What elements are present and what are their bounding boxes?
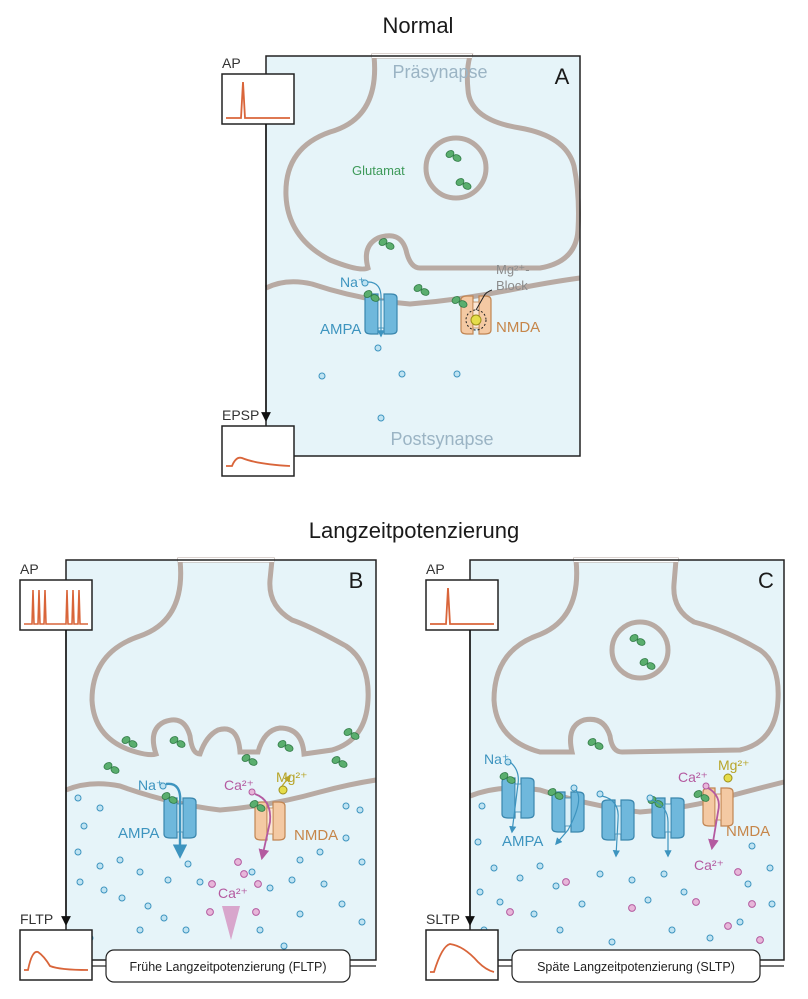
panel-b-na-label: Na⁺	[138, 777, 163, 793]
magnesium-icon	[278, 785, 288, 795]
panel-a-vesicle	[423, 135, 489, 201]
panel-b-mg-label: Mg²⁺	[276, 769, 308, 785]
panel-c-na-label: Na⁺	[484, 751, 509, 767]
panel-b-ap-trace: AP	[19, 561, 93, 631]
panel-c-calcium-ions	[506, 868, 764, 944]
panel-a-na-label: Na⁺	[340, 274, 365, 290]
panel-a-ap-trace: AP	[221, 55, 295, 125]
panel-a-glutamate-label: Glutamat	[352, 163, 405, 178]
panel-b: B Na⁺ AMPA Ca²⁺ Mg²⁺ NMDA Ca²⁺	[19, 557, 377, 983]
panel-b-postsynaptic-membrane	[65, 777, 377, 813]
panel-a-mg-block-label-2: Block	[496, 278, 528, 293]
panel-c-mg-label: Mg²⁺	[718, 757, 750, 773]
panel-c-letter: C	[758, 568, 774, 593]
panel-a-sodium-ions	[318, 344, 461, 422]
panel-a-nmda-label: NMDA	[496, 319, 540, 336]
panel-a: A Präsynapse Postsynapse Glutamat Na⁺ AM…	[221, 53, 581, 477]
panel-a-ap-label: AP	[222, 55, 241, 71]
panel-c-caption-box: Späte Langzeitpotenzierung (SLTP)	[498, 949, 784, 983]
panel-a-letter: A	[555, 64, 570, 89]
panel-c-vesicle	[609, 619, 671, 681]
panel-c-ca-label: Ca²⁺	[678, 769, 708, 785]
panel-b-ca-label: Ca²⁺	[224, 777, 254, 793]
heading-ltp: Langzeitpotenzierung	[309, 518, 519, 543]
magnesium-icon	[723, 773, 733, 783]
panel-a-mg-block-label-1: Mg²⁺-	[496, 262, 530, 277]
panel-b-ca-inside-label: Ca²⁺	[218, 885, 248, 901]
panel-b-nmda-label: NMDA	[294, 827, 338, 844]
panel-b-calcium-ions	[206, 858, 262, 916]
panel-a-ampa-label: AMPA	[320, 321, 361, 338]
panel-b-caption: Frühe Langzeitpotenzierung (FLTP)	[129, 960, 326, 974]
panel-a-postsynapse-label: Postsynapse	[390, 429, 493, 449]
panel-c-ampa-label: AMPA	[502, 833, 543, 850]
panel-b-letter: B	[349, 568, 364, 593]
panel-a-epsp-trace: EPSP	[221, 407, 295, 477]
heading-normal: Normal	[383, 13, 454, 38]
panel-c-nmda-label: NMDA	[726, 823, 770, 840]
panel-a-postsynaptic-membrane	[264, 275, 581, 307]
panel-b-ap-label: AP	[20, 561, 39, 577]
panel-b-ampa-label: AMPA	[118, 825, 159, 842]
calcium-influx-arrow	[222, 906, 240, 940]
panel-b-caption-box: Frühe Langzeitpotenzierung (FLTP)	[92, 949, 376, 983]
panel-c-ap-label: AP	[426, 561, 445, 577]
panel-c-ca-inside-label: Ca²⁺	[694, 857, 724, 873]
panel-c-sltp-label: SLTP	[426, 911, 460, 927]
panel-c-caption: Späte Langzeitpotenzierung (SLTP)	[537, 960, 735, 974]
panel-c-sltp-trace: SLTP	[425, 911, 499, 981]
panel-b-presynaptic-terminal	[89, 557, 371, 758]
panel-b-fltp-trace: FLTP	[19, 911, 93, 981]
panel-c-ap-trace: AP	[425, 561, 499, 631]
panel-c: C Na⁺ AMPA Ca²⁺ Mg²⁺ NMDA Ca²⁺	[425, 557, 785, 983]
magnesium-icon	[470, 314, 482, 326]
panel-a-presynapse-label: Präsynapse	[392, 62, 487, 82]
panel-a-epsp-label: EPSP	[222, 407, 259, 423]
panel-b-fltp-label: FLTP	[20, 911, 53, 927]
panel-b-sodium-ions	[74, 794, 366, 950]
